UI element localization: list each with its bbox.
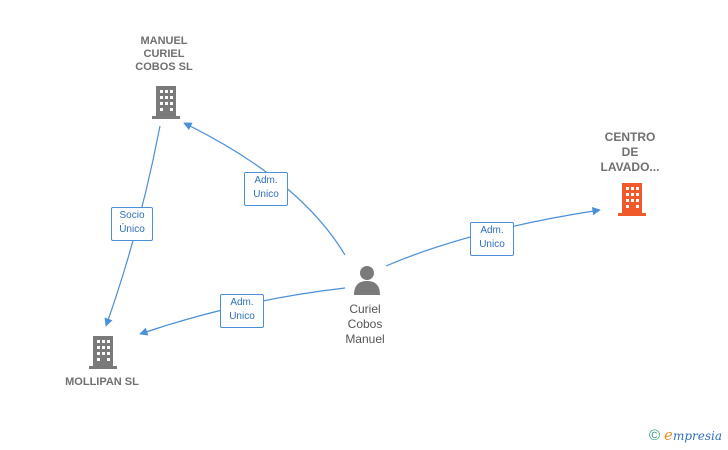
building-icon[interactable] [87, 334, 119, 370]
edge-label-line: Unico [253, 189, 279, 200]
edge-label-adm-unico: Adm. Unico [220, 294, 264, 328]
edge-label-adm-unico: Adm. Unico [244, 172, 288, 206]
logo-text: mpresia [672, 429, 722, 443]
empresia-logo[interactable]: empresia [664, 426, 722, 444]
person-icon[interactable] [352, 264, 382, 296]
node-label-mollipan[interactable]: MOLLIPAN SL [65, 376, 139, 388]
node-label-centro-lavado[interactable]: CENTRO DE LAVADO... [600, 130, 660, 174]
edge-label-line: Adm. [254, 175, 278, 186]
edge-label-adm-unico: Adm. Unico [470, 222, 514, 256]
edge-label-line: Unico [479, 239, 505, 250]
logo-e: e [664, 426, 673, 444]
edge-label-line: Unico [229, 311, 255, 322]
copyright-icon: © [648, 426, 661, 444]
edge-label-line: Único [119, 224, 145, 235]
brand-footer: © empresia [649, 426, 722, 444]
edge-label-line: Adm. [230, 297, 254, 308]
building-icon[interactable] [150, 84, 182, 120]
building-icon[interactable] [616, 181, 648, 217]
edge-label-line: Adm. [480, 225, 504, 236]
node-label-manuel-curiel[interactable]: MANUEL CURIEL COBOS SL [135, 35, 193, 73]
node-label-person[interactable]: Curiel Cobos Manuel [345, 302, 385, 346]
edge-label-socio-unico: Socio Único [111, 207, 153, 241]
edge-label-line: Socio [119, 210, 145, 221]
